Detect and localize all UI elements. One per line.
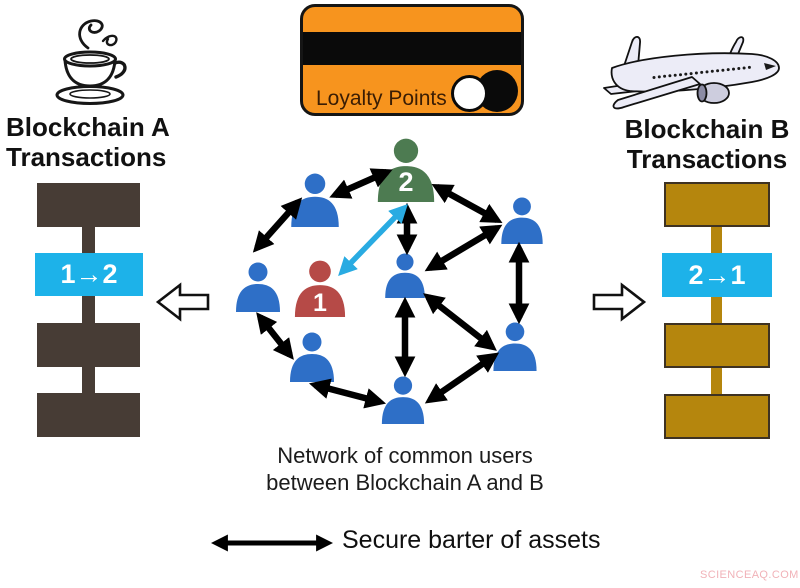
- chain-a-connector: [82, 290, 95, 330]
- user-2-label: 2: [398, 167, 413, 197]
- network-link-arrow: [252, 197, 303, 253]
- blue-user-icon: [236, 262, 280, 312]
- blockchain-a-title: Blockchain A Transactions: [6, 112, 170, 172]
- network-caption-line2: between Blockchain A and B: [266, 470, 544, 495]
- toggle-knob-icon: [451, 75, 488, 112]
- blue-user-icon: [385, 253, 425, 298]
- chain-b-connector: [711, 364, 722, 400]
- network-caption-line1: Network of common users: [277, 443, 533, 468]
- chain-b-block: [664, 182, 770, 227]
- user-network: 2 1: [236, 138, 543, 424]
- barter-arrow-icon: [210, 534, 334, 552]
- chain-b-swap-label: 2→1: [688, 259, 746, 290]
- blockchain-a-title-line2: Transactions: [6, 142, 167, 172]
- loyalty-card-label: Loyalty Points: [316, 87, 447, 110]
- blue-user-icon: [501, 197, 543, 244]
- swap-link-arrow: [338, 203, 408, 277]
- network-caption: Network of common users between Blockcha…: [230, 442, 580, 496]
- network-link-arrow: [256, 312, 294, 360]
- blue-user-icon: [291, 173, 339, 227]
- blockchain-b-title: Blockchain B Transactions: [615, 114, 799, 174]
- chain-a-block: [37, 393, 140, 437]
- blue-user-icon: [493, 322, 537, 371]
- watermark: SCIENCEAQ.COM: [700, 569, 799, 581]
- network-link-arrow: [424, 224, 503, 272]
- coffee-cup-icon: [55, 19, 127, 105]
- network-link-arrow: [308, 378, 387, 409]
- network-link-arrow: [423, 293, 497, 351]
- magnetic-stripe: [303, 32, 521, 65]
- blue-user-icon: [290, 332, 334, 382]
- arrow-left-icon: [155, 282, 210, 322]
- airplane-icon: [603, 35, 780, 110]
- network-link-arrow: [424, 352, 500, 404]
- chain-b-connector: [711, 293, 722, 329]
- chain-a-block: [37, 323, 140, 367]
- loyalty-card: Loyalty Points: [300, 4, 524, 116]
- arrow-right-icon: [592, 282, 647, 322]
- chain-a-connector: [82, 360, 95, 400]
- chain-a-connector: [82, 220, 95, 260]
- legend-label: Secure barter of assets: [342, 526, 601, 554]
- chain-b-swap-block: 2→1: [662, 253, 772, 297]
- blockchain-b-title-line1: Blockchain B: [624, 114, 790, 144]
- chain-b-block: [664, 394, 770, 439]
- blue-user-icon: [381, 376, 425, 424]
- network-link-arrow: [431, 183, 503, 224]
- chain-b-connector: [711, 222, 722, 258]
- network-link-arrow: [329, 168, 393, 199]
- chain-a-swap-block: 1→2: [35, 253, 143, 296]
- chain-a-swap-label: 1→2: [60, 259, 118, 289]
- blockchain-a-title-line1: Blockchain A: [6, 112, 170, 142]
- chain-b-block: [664, 323, 770, 368]
- user-1-label: 1: [313, 289, 327, 317]
- chain-a-block: [37, 183, 140, 227]
- blockchain-b-title-line2: Transactions: [626, 144, 788, 174]
